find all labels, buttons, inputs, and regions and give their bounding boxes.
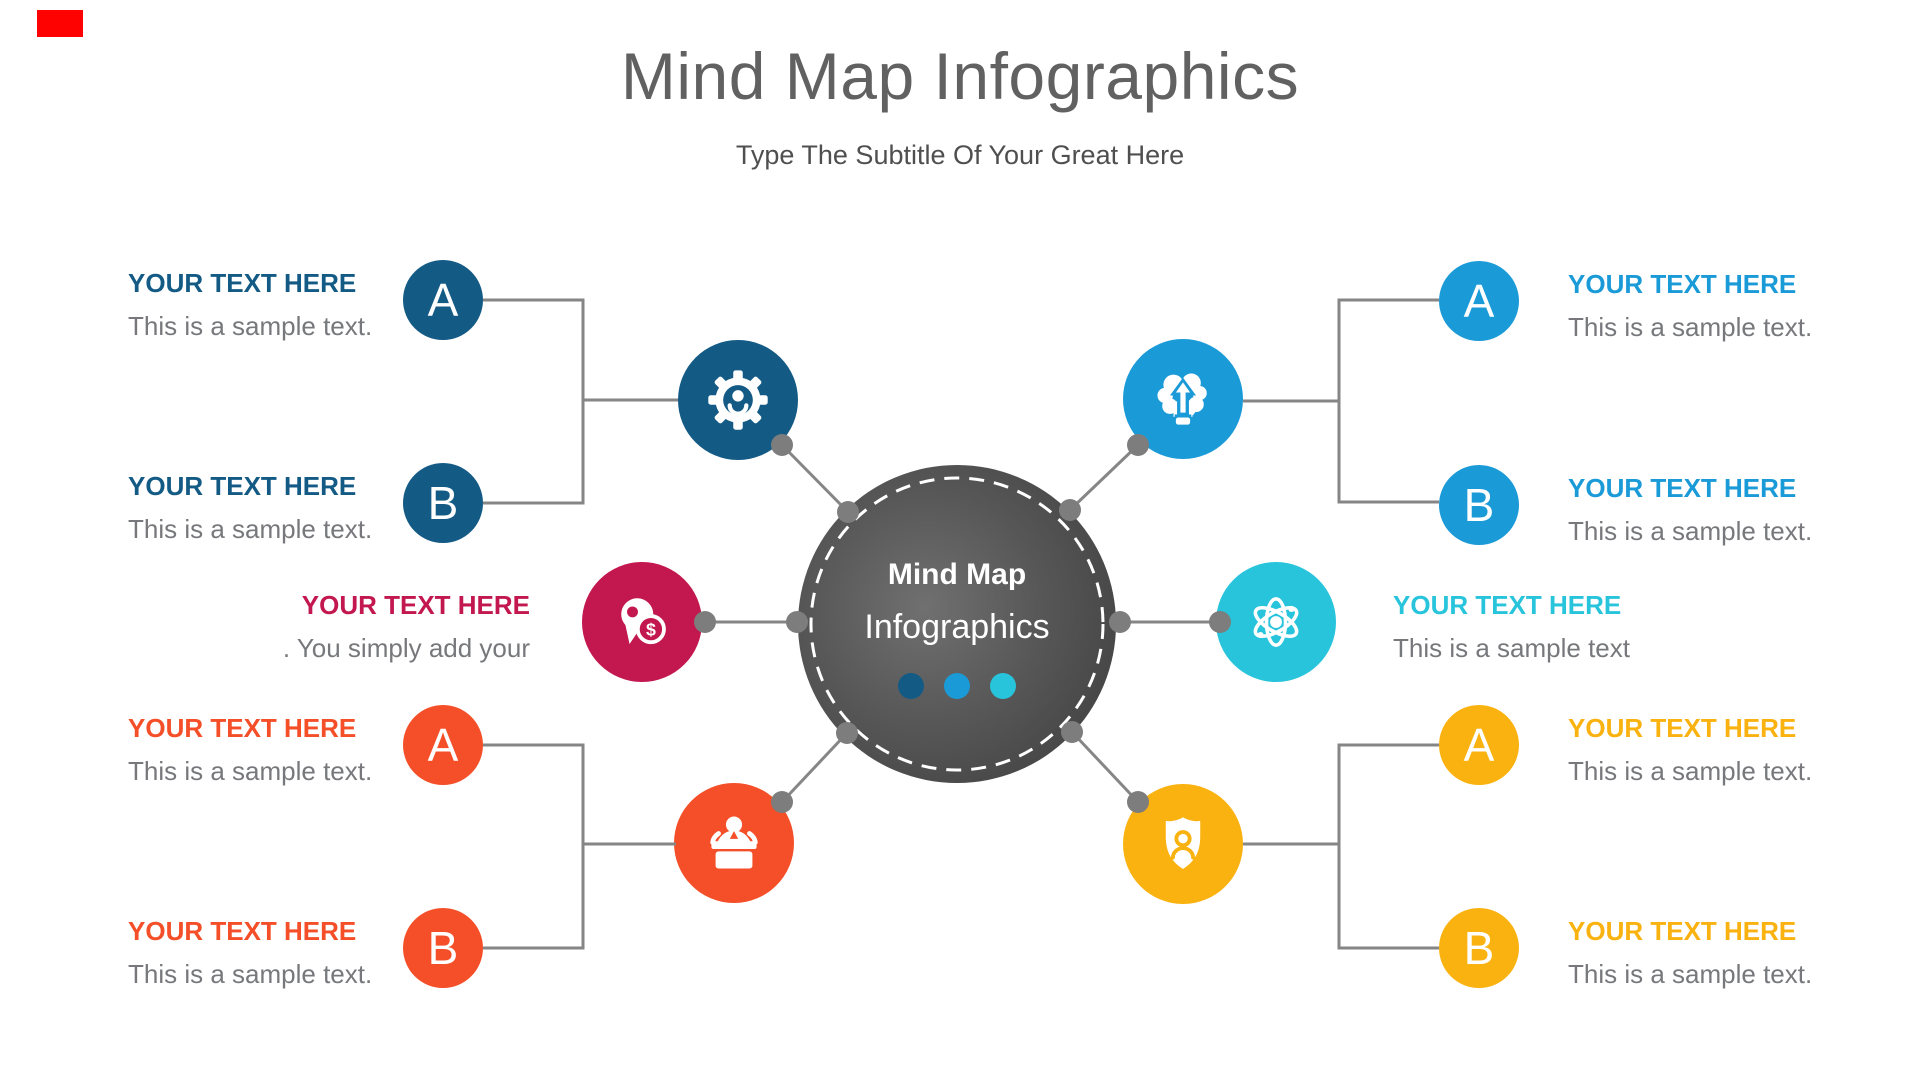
red-marker <box>37 10 83 37</box>
node-letter: A <box>427 719 459 771</box>
node-top-right-a: A <box>1439 261 1519 341</box>
node-bottom-right-a: A <box>1439 705 1519 785</box>
text-group-top-right-b: YOUR TEXT HERE This is a sample text. <box>1568 471 1868 548</box>
node-letter: A <box>1463 719 1495 771</box>
node-top-right-b: B <box>1439 465 1519 545</box>
group-text: This is a sample text. <box>128 959 373 989</box>
text-group-mid-right: YOUR TEXT HERE This is a sample text <box>1393 588 1693 665</box>
shield-user-icon <box>1165 817 1201 869</box>
podium-speaker-icon <box>710 816 758 869</box>
group-text: This is a sample text <box>1393 633 1630 663</box>
page-title: Mind Map Infographics <box>620 39 1300 113</box>
branch-circle-mid-right <box>1216 562 1336 682</box>
gear-user-icon <box>708 370 768 430</box>
central-topic-circle: Mind Map Infographics <box>798 465 1116 783</box>
group-text: This is a sample text. <box>1568 959 1813 989</box>
group-title: YOUR TEXT HERE <box>301 590 530 620</box>
text-group-bottom-left-b: YOUR TEXT HERE This is a sample text. <box>128 914 428 991</box>
group-title: YOUR TEXT HERE <box>1568 916 1797 946</box>
text-group-bottom-right-b: YOUR TEXT HERE This is a sample text. <box>1568 914 1868 991</box>
group-text: This is a sample text. <box>1568 516 1813 546</box>
branch-circle-mid-left: $ <box>582 562 702 682</box>
central-subtitle: Infographics <box>864 608 1050 646</box>
group-title: YOUR TEXT HERE <box>128 471 357 501</box>
group-title: YOUR TEXT HERE <box>128 916 357 946</box>
branch-circle-top-left <box>678 340 798 460</box>
node-bottom-right-b: B <box>1439 908 1519 988</box>
central-dots <box>898 673 1016 699</box>
node-bottom-left-b: B <box>403 908 483 988</box>
node-top-left-b: B <box>403 463 483 543</box>
dot-blue <box>944 673 970 699</box>
group-text: . You simply add your <box>282 633 530 663</box>
node-letter: B <box>427 477 459 529</box>
node-letter: B <box>1463 479 1495 531</box>
node-bottom-left-a: A <box>403 705 483 785</box>
dot-cyan <box>990 673 1016 699</box>
node-letter: B <box>427 922 459 974</box>
group-title: YOUR TEXT HERE <box>1568 473 1797 503</box>
branch-circle-bottom-left <box>674 783 794 903</box>
node-letter: A <box>427 274 459 326</box>
dot-navy <box>898 673 924 699</box>
atom-icon <box>1253 597 1299 647</box>
text-group-top-left-b: YOUR TEXT HERE This is a sample text. <box>128 469 428 546</box>
group-text: This is a sample text. <box>1568 312 1813 342</box>
page-subtitle: Type The Subtitle Of Your Great Here <box>735 140 1185 170</box>
group-text: This is a sample text. <box>1568 756 1813 786</box>
text-group-top-right-a: YOUR TEXT HERE This is a sample text. <box>1568 267 1868 344</box>
group-title: YOUR TEXT HERE <box>1568 269 1797 299</box>
text-group-bottom-right-a: YOUR TEXT HERE This is a sample text. <box>1568 711 1868 788</box>
group-title: YOUR TEXT HERE <box>128 713 357 743</box>
group-text: This is a sample text. <box>128 514 373 544</box>
node-letter: A <box>1463 275 1495 327</box>
branch-circle-top-right <box>1123 339 1243 459</box>
money-location-icon: $ <box>621 598 666 645</box>
node-top-left-a: A <box>403 260 483 340</box>
node-letter: B <box>1463 922 1495 974</box>
group-title: YOUR TEXT HERE <box>1393 590 1622 620</box>
text-group-bottom-left-a: YOUR TEXT HERE This is a sample text. <box>128 711 428 788</box>
branch-circle-bottom-right <box>1123 784 1243 904</box>
group-title: YOUR TEXT HERE <box>128 268 357 298</box>
group-text: This is a sample text. <box>128 311 373 341</box>
central-title: Mind Map <box>887 558 1027 591</box>
svg-text:$: $ <box>646 620 656 640</box>
dashed-ring <box>809 476 1105 772</box>
text-group-top-left-a: YOUR TEXT HERE This is a sample text. <box>128 266 428 343</box>
group-title: YOUR TEXT HERE <box>1568 713 1797 743</box>
brain-arrow-icon <box>1157 373 1207 425</box>
text-group-mid-left: YOUR TEXT HERE . You simply add your <box>230 588 530 665</box>
group-text: This is a sample text. <box>128 756 373 786</box>
